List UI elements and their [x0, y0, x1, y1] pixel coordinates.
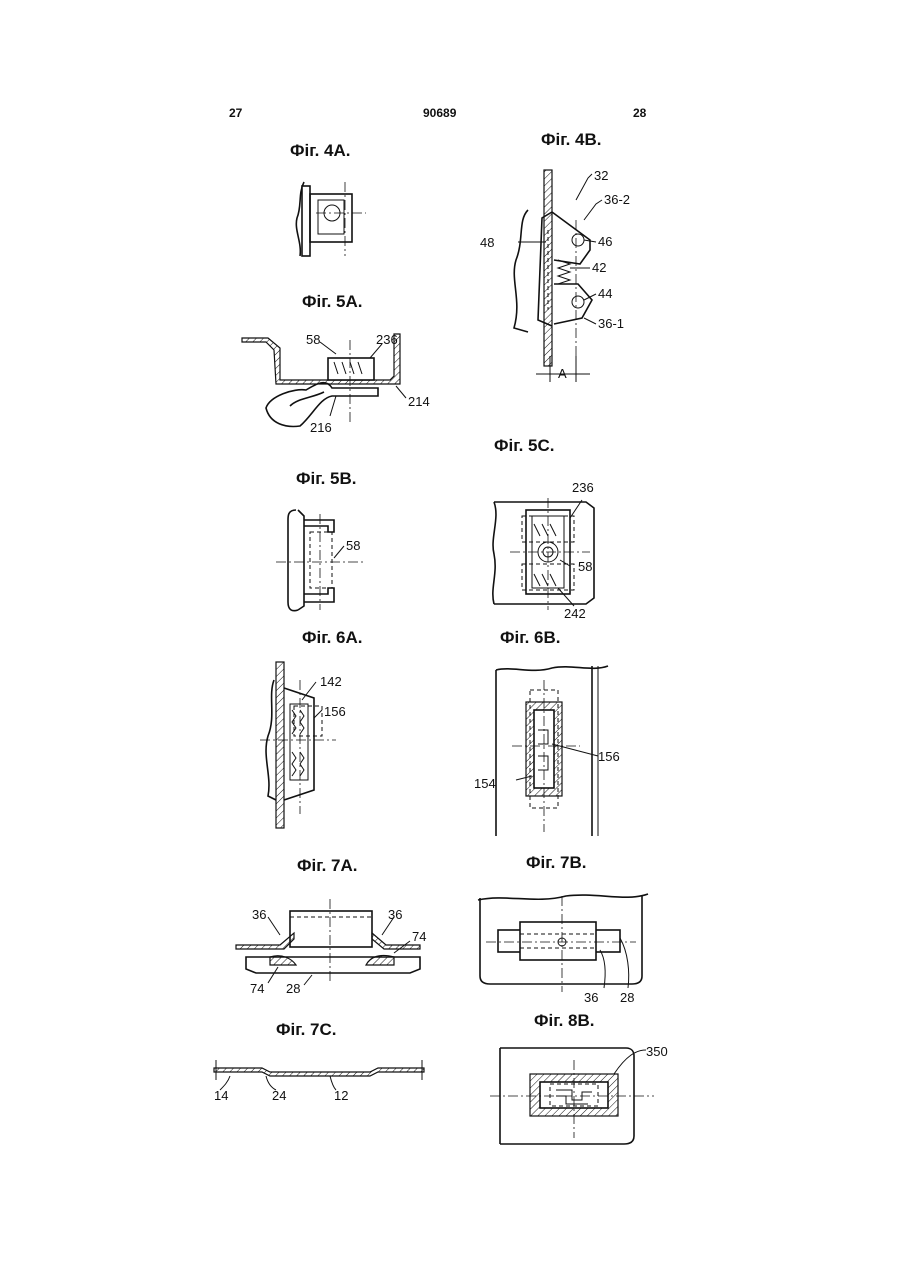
- label-4b-36-2: 36-2: [604, 192, 630, 207]
- label-5c-236: 236: [572, 480, 594, 495]
- drawing-fig-4a: [290, 180, 380, 260]
- label-5a-58: 58: [306, 332, 320, 347]
- label-7c-24: 24: [272, 1088, 286, 1103]
- label-5c-58: 58: [578, 559, 592, 574]
- label-5a-216: 216: [310, 420, 332, 435]
- label-4b-a: A: [558, 366, 567, 381]
- drawing-fig-6b: 156 154: [472, 660, 632, 840]
- caption-fig-7a: Фіг. 7А.: [297, 856, 358, 876]
- label-5b-58: 58: [346, 538, 360, 553]
- label-7c-12: 12: [334, 1088, 348, 1103]
- label-7a-74-left: 74: [250, 981, 264, 996]
- label-7a-74-right: 74: [412, 929, 426, 944]
- drawing-fig-8b: 350: [486, 1040, 678, 1160]
- caption-fig-7b: Фіг. 7В.: [526, 853, 587, 873]
- label-4b-48: 48: [480, 235, 494, 250]
- caption-fig-8b: Фіг. 8В.: [534, 1011, 595, 1031]
- drawing-fig-4b: 32 36-2 48 46 42 44 36-1 A: [478, 160, 648, 390]
- caption-fig-6a: Фіг. 6А.: [302, 628, 363, 648]
- label-4b-42: 42: [592, 260, 606, 275]
- label-4b-44: 44: [598, 286, 612, 301]
- label-4b-46: 46: [598, 234, 612, 249]
- document-number: 90689: [423, 106, 456, 120]
- label-5c-242: 242: [564, 606, 586, 621]
- label-7b-36: 36: [584, 990, 598, 1005]
- caption-fig-4a: Фіг. 4А.: [290, 141, 351, 161]
- label-7b-28: 28: [620, 990, 634, 1005]
- label-7a-36-right: 36: [388, 907, 402, 922]
- label-6b-154: 154: [474, 776, 496, 791]
- label-4b-36-1: 36-1: [598, 316, 624, 331]
- label-5a-214: 214: [408, 394, 430, 409]
- drawing-fig-5c: 236 58 242: [478, 474, 638, 624]
- label-6b-156: 156: [598, 749, 620, 764]
- label-4b-32: 32: [594, 168, 608, 183]
- drawing-fig-5b: 58: [270, 506, 390, 616]
- drawing-fig-7a: 36 36 74 74 28: [230, 895, 440, 1000]
- drawing-fig-6a: 142 156: [250, 660, 370, 830]
- right-page-number: 28: [633, 106, 646, 120]
- caption-fig-6b: Фіг. 6В.: [500, 628, 561, 648]
- caption-fig-5c: Фіг. 5С.: [494, 436, 555, 456]
- drawing-fig-5a: 58 236 214 216: [240, 326, 440, 438]
- caption-fig-5a: Фіг. 5А.: [302, 292, 363, 312]
- drawing-fig-7b: 36 28: [476, 888, 656, 1010]
- caption-fig-7c: Фіг. 7С.: [276, 1020, 337, 1040]
- label-7a-28: 28: [286, 981, 300, 996]
- label-6a-142: 142: [320, 674, 342, 689]
- label-8b-350: 350: [646, 1044, 668, 1059]
- caption-fig-4b: Фіг. 4В.: [541, 130, 602, 150]
- label-7c-14: 14: [214, 1088, 228, 1103]
- label-7a-36-left: 36: [252, 907, 266, 922]
- left-page-number: 27: [229, 106, 242, 120]
- label-5a-236: 236: [376, 332, 398, 347]
- drawing-fig-7c: 14 24 12: [210, 1056, 430, 1106]
- label-6a-156: 156: [324, 704, 346, 719]
- caption-fig-5b: Фіг. 5В.: [296, 469, 357, 489]
